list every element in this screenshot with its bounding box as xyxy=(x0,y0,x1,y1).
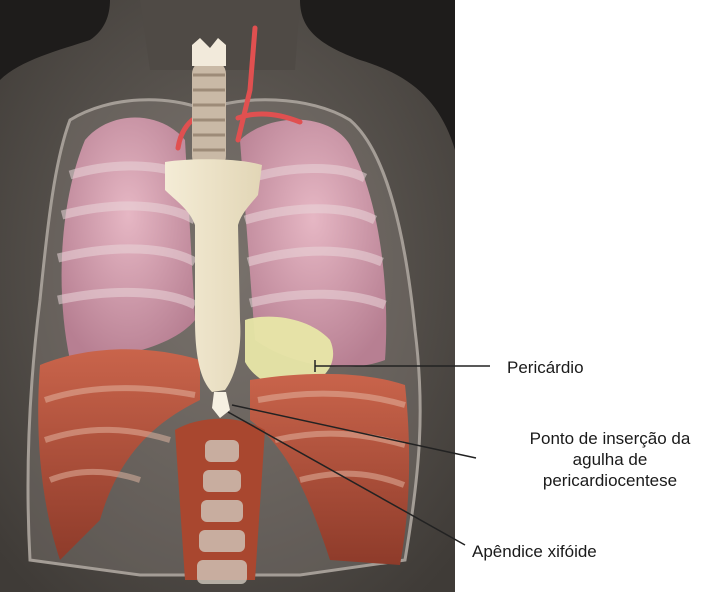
label-ponto-insercao-line1: Ponto de inserção da xyxy=(498,428,722,449)
label-ponto-insercao-line2: agulha de xyxy=(498,449,722,470)
right-lung xyxy=(62,118,195,361)
label-ponto-insercao: Ponto de inserção da agulha de pericardi… xyxy=(498,428,722,491)
label-apendice-xifoide: Apêndice xifóide xyxy=(472,541,597,562)
label-ponto-insercao-line3: pericardiocentese xyxy=(498,470,722,491)
label-pericardio: Pericárdio xyxy=(507,357,584,378)
